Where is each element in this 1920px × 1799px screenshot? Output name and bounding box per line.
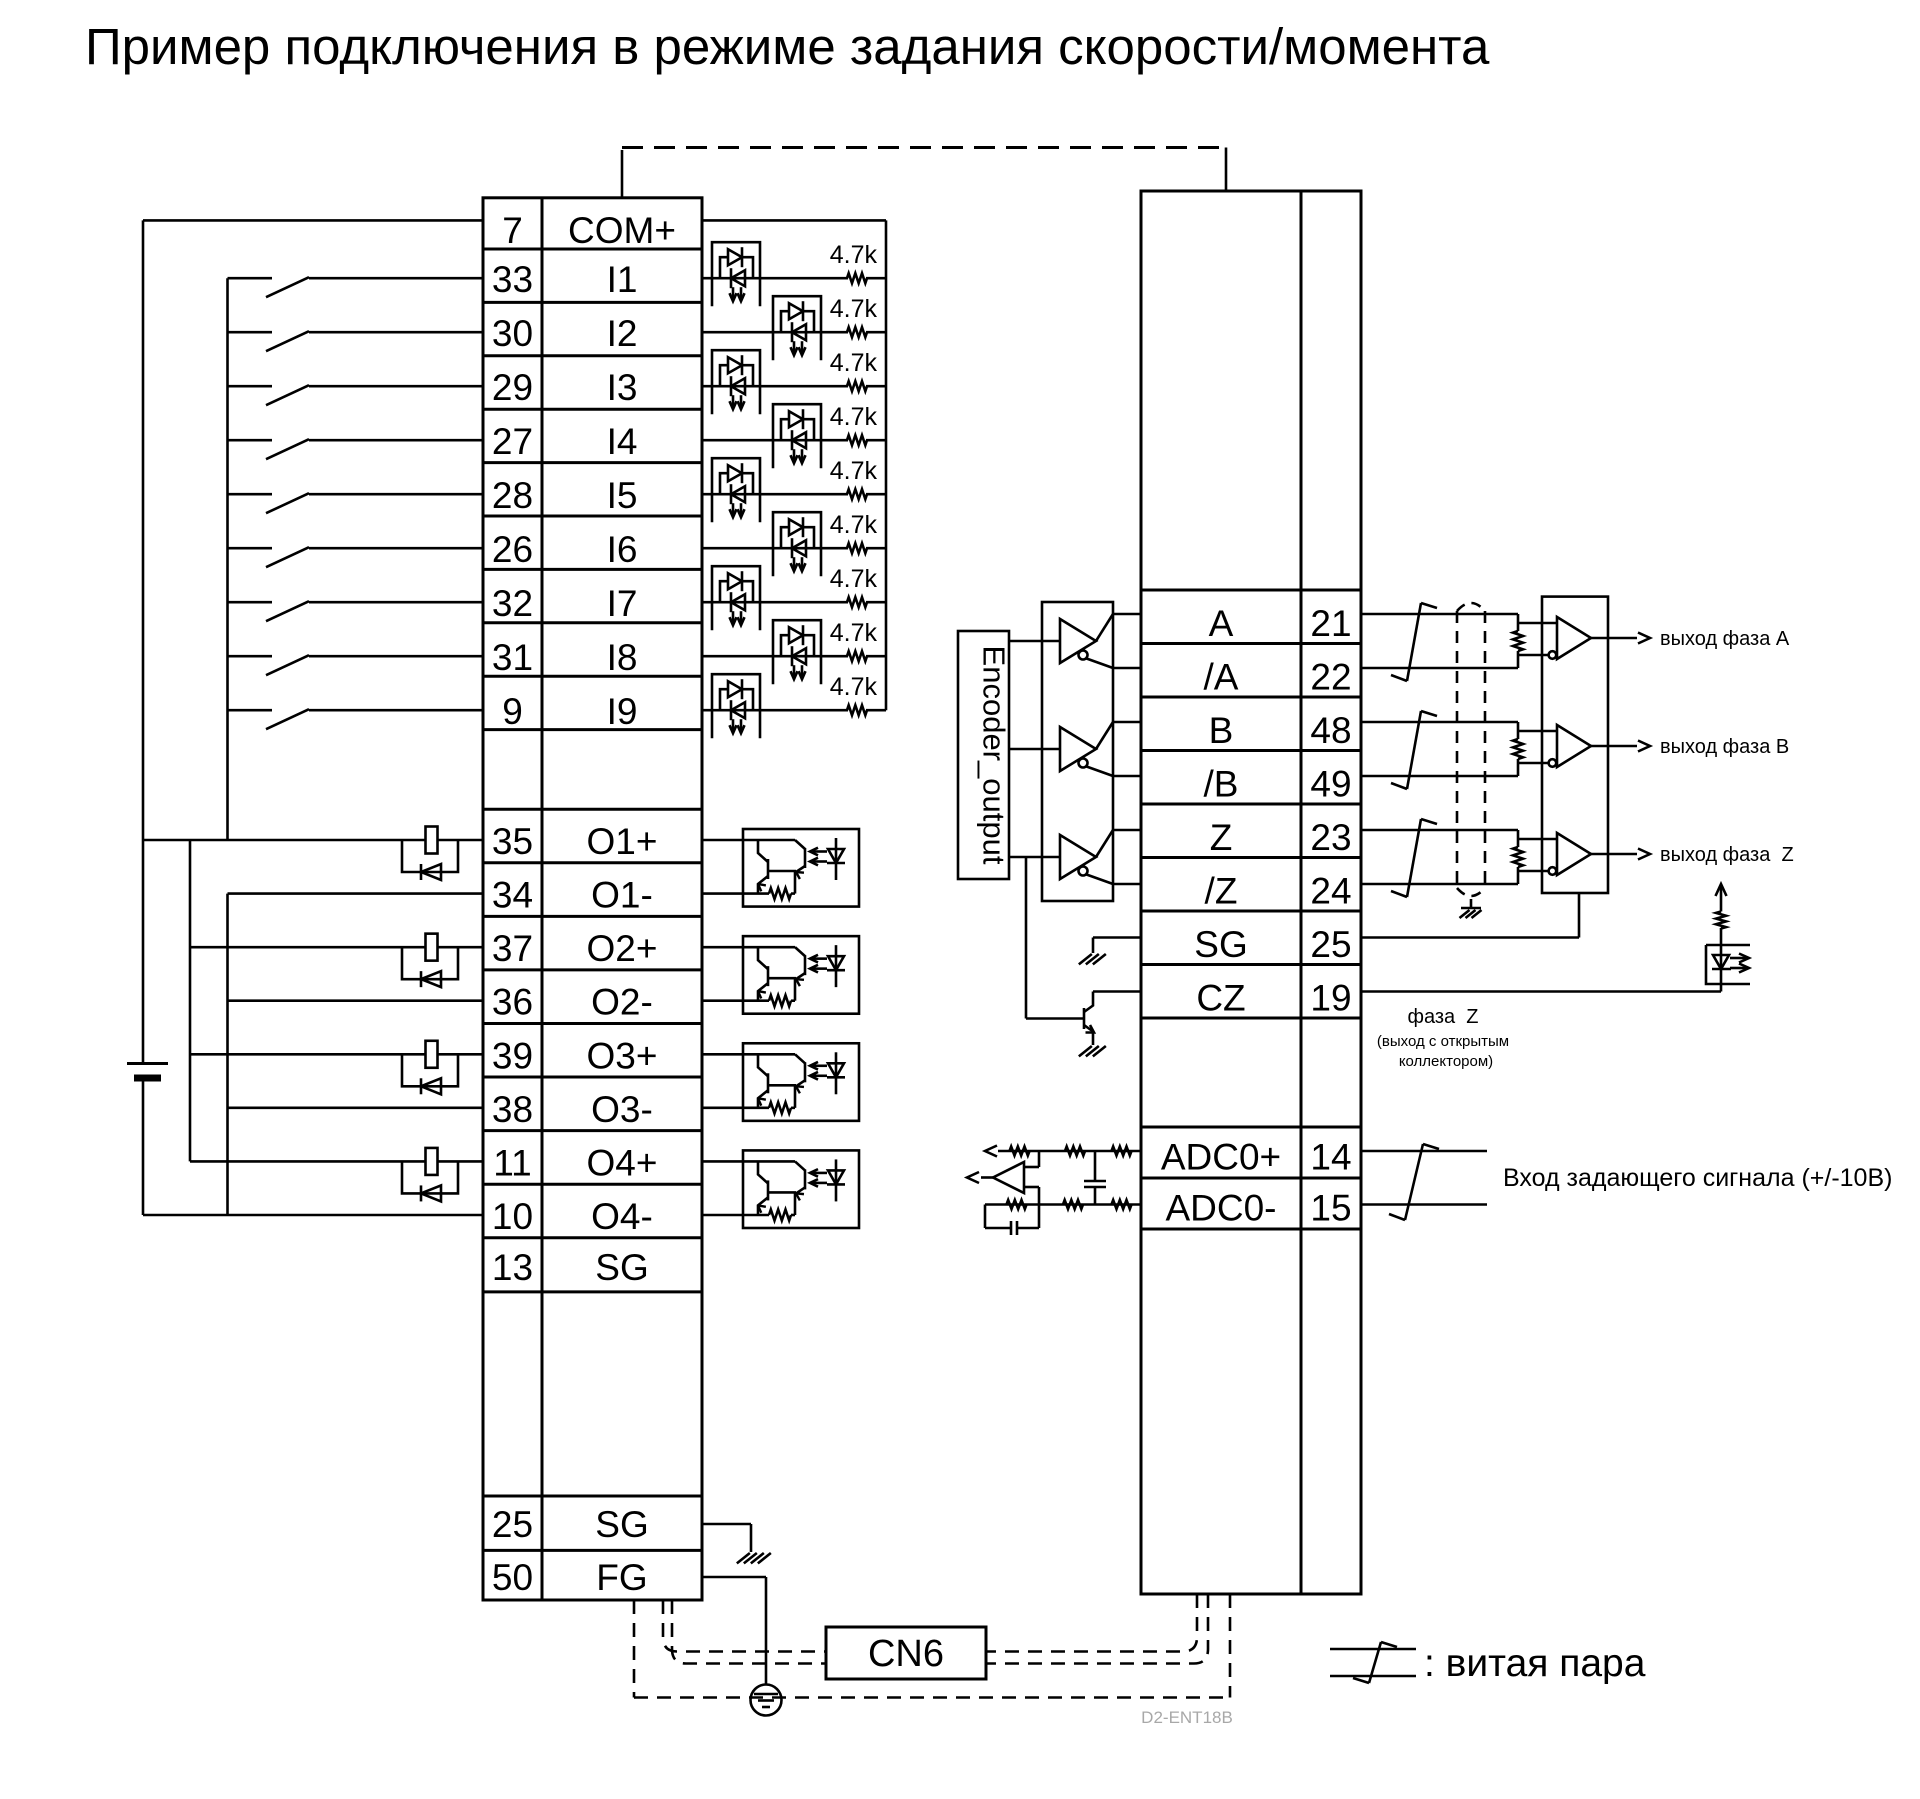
svg-text:26: 26 — [492, 529, 533, 570]
svg-text:29: 29 — [492, 367, 533, 408]
svg-text:SG: SG — [595, 1247, 648, 1288]
svg-text:D2-ENT18B: D2-ENT18B — [1141, 1708, 1233, 1727]
svg-text:I2: I2 — [607, 313, 638, 354]
svg-text:COM+: COM+ — [568, 210, 676, 251]
svg-text:SG: SG — [595, 1504, 648, 1545]
svg-text:O4-: O4- — [591, 1196, 653, 1237]
svg-text:4.7k: 4.7k — [830, 403, 878, 431]
svg-text:19: 19 — [1310, 977, 1351, 1018]
svg-text:O1-: O1- — [591, 875, 653, 916]
svg-text:4.7k: 4.7k — [830, 457, 878, 485]
svg-text:A: A — [1209, 603, 1234, 644]
svg-text:9: 9 — [502, 691, 523, 732]
svg-text:4.7k: 4.7k — [830, 619, 878, 647]
svg-text:27: 27 — [492, 421, 533, 462]
svg-text:I9: I9 — [607, 691, 638, 732]
svg-text:Пример подключения в режиме за: Пример подключения в режиме задания скор… — [85, 18, 1490, 75]
svg-text:O1+: O1+ — [587, 821, 658, 862]
svg-text:Encoder_output: Encoder_output — [977, 646, 1012, 865]
svg-text:4.7k: 4.7k — [830, 673, 878, 701]
svg-text:ADC0+: ADC0+ — [1161, 1137, 1281, 1178]
svg-text:выход фаза А: выход фаза А — [1660, 628, 1790, 650]
svg-text:34: 34 — [492, 875, 533, 916]
svg-text:выход фаза Z: выход фаза Z — [1660, 844, 1794, 866]
svg-text:I4: I4 — [607, 421, 638, 462]
svg-text:4.7k: 4.7k — [830, 349, 878, 377]
svg-text:36: 36 — [492, 982, 533, 1023]
svg-text:выход фаза В: выход фаза В — [1660, 736, 1789, 758]
svg-text:11: 11 — [493, 1142, 531, 1183]
svg-text:/B: /B — [1204, 763, 1239, 804]
svg-text:O3+: O3+ — [587, 1035, 658, 1076]
svg-text:: витая пара: : витая пара — [1424, 1642, 1646, 1685]
svg-text:B: B — [1209, 710, 1234, 751]
svg-text:I8: I8 — [607, 637, 638, 678]
svg-text:50: 50 — [492, 1557, 533, 1598]
svg-text:Z: Z — [1210, 817, 1233, 858]
svg-text:коллектором): коллектором) — [1399, 1053, 1493, 1070]
svg-text:33: 33 — [492, 259, 533, 300]
svg-text:13: 13 — [492, 1247, 533, 1288]
svg-text:23: 23 — [1310, 817, 1351, 858]
svg-text:Вход задающего сигнала (+/-10В: Вход задающего сигнала (+/-10В) — [1503, 1164, 1892, 1192]
svg-text:/Z: /Z — [1205, 870, 1238, 911]
svg-text:CZ: CZ — [1196, 977, 1245, 1018]
svg-text:4.7k: 4.7k — [830, 295, 878, 323]
svg-text:21: 21 — [1310, 603, 1351, 644]
svg-text:4.7k: 4.7k — [830, 241, 878, 269]
svg-text:фаза Z: фаза Z — [1408, 1006, 1479, 1028]
svg-text:25: 25 — [1310, 924, 1351, 965]
svg-text:30: 30 — [492, 313, 533, 354]
svg-text:4.7k: 4.7k — [830, 511, 878, 539]
svg-text:7: 7 — [502, 210, 523, 251]
svg-text:28: 28 — [492, 475, 533, 516]
svg-text:24: 24 — [1310, 870, 1351, 911]
svg-text:(выход с открытым: (выход с открытым — [1377, 1033, 1509, 1050]
svg-text:O3-: O3- — [591, 1089, 653, 1130]
svg-text:48: 48 — [1310, 710, 1351, 751]
svg-text:38: 38 — [492, 1089, 533, 1130]
svg-text:15: 15 — [1310, 1188, 1351, 1229]
svg-text:35: 35 — [492, 821, 533, 862]
svg-text:/A: /A — [1204, 656, 1239, 697]
svg-text:FG: FG — [596, 1557, 647, 1598]
svg-text:I1: I1 — [607, 259, 638, 300]
svg-text:14: 14 — [1310, 1137, 1351, 1178]
svg-text:CN6: CN6 — [868, 1633, 944, 1675]
svg-text:25: 25 — [492, 1504, 533, 1545]
svg-text:O4+: O4+ — [587, 1142, 658, 1183]
svg-text:4.7k: 4.7k — [830, 565, 878, 593]
svg-text:I3: I3 — [607, 367, 638, 408]
svg-text:SG: SG — [1194, 924, 1247, 965]
svg-text:39: 39 — [492, 1035, 533, 1076]
svg-text:ADC0-: ADC0- — [1165, 1188, 1276, 1229]
svg-text:31: 31 — [492, 637, 533, 678]
svg-text:10: 10 — [492, 1196, 533, 1237]
svg-text:I5: I5 — [607, 475, 638, 516]
svg-text:22: 22 — [1310, 656, 1351, 697]
svg-text:32: 32 — [492, 583, 533, 624]
svg-text:37: 37 — [492, 928, 533, 969]
svg-text:O2-: O2- — [591, 982, 653, 1023]
svg-text:O2+: O2+ — [587, 928, 658, 969]
svg-text:49: 49 — [1310, 763, 1351, 804]
svg-text:I6: I6 — [607, 529, 638, 570]
svg-text:I7: I7 — [607, 583, 638, 624]
